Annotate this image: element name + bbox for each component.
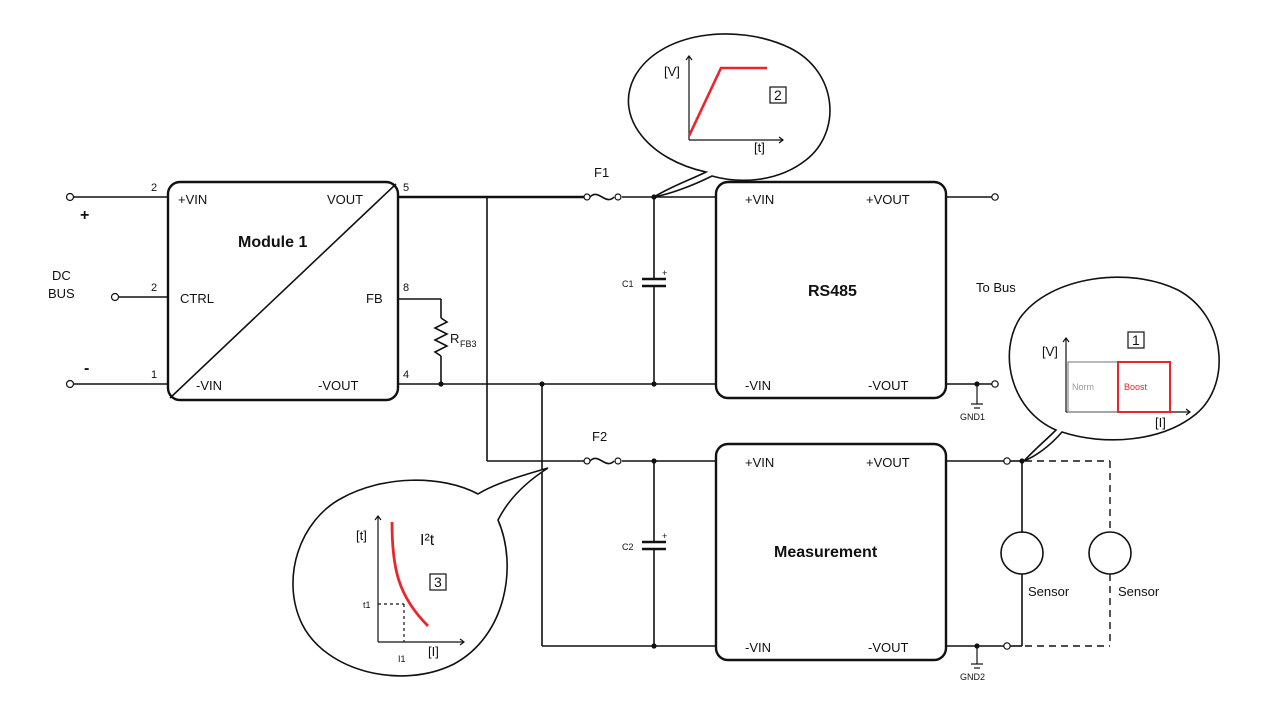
bubble1-y-label: [V] xyxy=(1042,344,1058,359)
gnd2-label: GND2 xyxy=(960,672,985,682)
bubble2-y-label: [V] xyxy=(664,64,680,79)
sensor-2-label: Sensor xyxy=(1118,584,1160,599)
capacitor-c1: C1 + xyxy=(622,197,667,387)
bubble3-x-label: [I] xyxy=(428,644,439,659)
pin-vout-minus: 4 xyxy=(403,369,409,381)
fuse-f2: F2 xyxy=(583,429,657,465)
bubble2-number: 2 xyxy=(774,87,782,103)
sensor-2-symbol xyxy=(1088,531,1132,575)
dc-label: DC xyxy=(52,268,71,283)
callout-bubble-1: Norm Boost [V] [I] 1 xyxy=(1008,276,1220,462)
pin-vout: 5 xyxy=(403,182,409,194)
junction-dot xyxy=(539,381,545,387)
module1-vin-plus: +VIN xyxy=(178,192,207,207)
sensors: Sensor Sensor xyxy=(1000,458,1160,647)
boost-region xyxy=(1117,361,1171,413)
i2t-curve xyxy=(390,521,429,627)
module1-block: +VIN CTRL -VIN VOUT FB -VOUT Module 1 5 … xyxy=(166,180,409,402)
bubble1-x-label: [I] xyxy=(1155,415,1166,430)
junction-dot xyxy=(651,381,657,387)
resistor-sub: FB3 xyxy=(460,339,477,349)
bus-label: BUS xyxy=(48,286,75,301)
gnd1-label: GND1 xyxy=(960,412,985,422)
c2-label: C2 xyxy=(622,542,634,552)
t1-label: t1 xyxy=(363,600,371,610)
pin-fb: 8 xyxy=(403,282,409,294)
ramp-curve xyxy=(687,66,767,137)
to-bus-label: To Bus xyxy=(976,280,1016,295)
module1-vout-minus: -VOUT xyxy=(318,378,359,393)
bubble3-number: 3 xyxy=(434,574,442,590)
rs485-vin-plus: +VIN xyxy=(745,192,774,207)
c1-polarity: + xyxy=(662,268,667,278)
c1-label: C1 xyxy=(622,279,634,289)
module1-ctrl: CTRL xyxy=(180,291,214,306)
fuse2-label: F2 xyxy=(592,429,607,444)
pin-ctrl: 2 xyxy=(151,282,157,294)
bubble2-x-label: [t] xyxy=(754,140,765,155)
c2-polarity: + xyxy=(662,531,667,541)
junction-dot xyxy=(438,381,444,387)
pin-vin-minus: 1 xyxy=(151,369,157,381)
pin-vin-plus: 2 xyxy=(151,182,157,194)
measurement-vout-minus: -VOUT xyxy=(868,640,909,655)
measurement-vin-minus: -VIN xyxy=(745,640,771,655)
norm-label: Norm xyxy=(1072,382,1094,392)
module1-vout: VOUT xyxy=(327,192,363,207)
bubble3-y-label: [t] xyxy=(356,528,367,543)
measurement-vout-plus: +VOUT xyxy=(866,455,910,470)
callout-bubble-2: [V] [t] 2 xyxy=(627,33,831,198)
rs485-vout-plus: +VOUT xyxy=(866,192,910,207)
capacitor-c2: C2 + xyxy=(622,461,667,649)
measurement-vin-plus: +VIN xyxy=(745,455,774,470)
rs485-vout-minus: -VOUT xyxy=(868,378,909,393)
main-wires xyxy=(398,195,716,647)
input-terminals: + - DC BUS 2 2 1 xyxy=(48,182,168,389)
measurement-block: +VIN +VOUT -VIN -VOUT Measurement GND2 xyxy=(714,442,1022,682)
i2t-formula: I²t xyxy=(420,532,435,549)
rs485-title: RS485 xyxy=(808,283,857,300)
fuse-f1: F1 xyxy=(583,165,657,201)
junction-dot xyxy=(651,643,657,649)
fuse1-label: F1 xyxy=(594,165,609,180)
i1-label: I1 xyxy=(398,654,406,664)
sensor-1-label: Sensor xyxy=(1028,584,1070,599)
resistor-label: R xyxy=(450,331,459,346)
sensor-1-symbol xyxy=(1000,531,1044,575)
rs485-vin-minus: -VIN xyxy=(745,378,771,393)
module1-fb: FB xyxy=(366,291,383,306)
bubble1-number: 1 xyxy=(1132,332,1140,348)
boost-label: Boost xyxy=(1124,382,1148,392)
module1-vin-minus: -VIN xyxy=(196,378,222,393)
callout-bubble-3: [t] [I] I²t t1 I1 3 xyxy=(292,467,549,677)
feedback-resistor: R FB3 xyxy=(433,317,477,357)
rs485-block: +VIN +VOUT -VIN -VOUT RS485 To Bus GND1 xyxy=(714,180,1016,422)
module1-title: Module 1 xyxy=(238,234,307,251)
plus-sign: + xyxy=(80,207,89,224)
minus-sign: - xyxy=(84,360,89,377)
measurement-title: Measurement xyxy=(774,544,878,561)
